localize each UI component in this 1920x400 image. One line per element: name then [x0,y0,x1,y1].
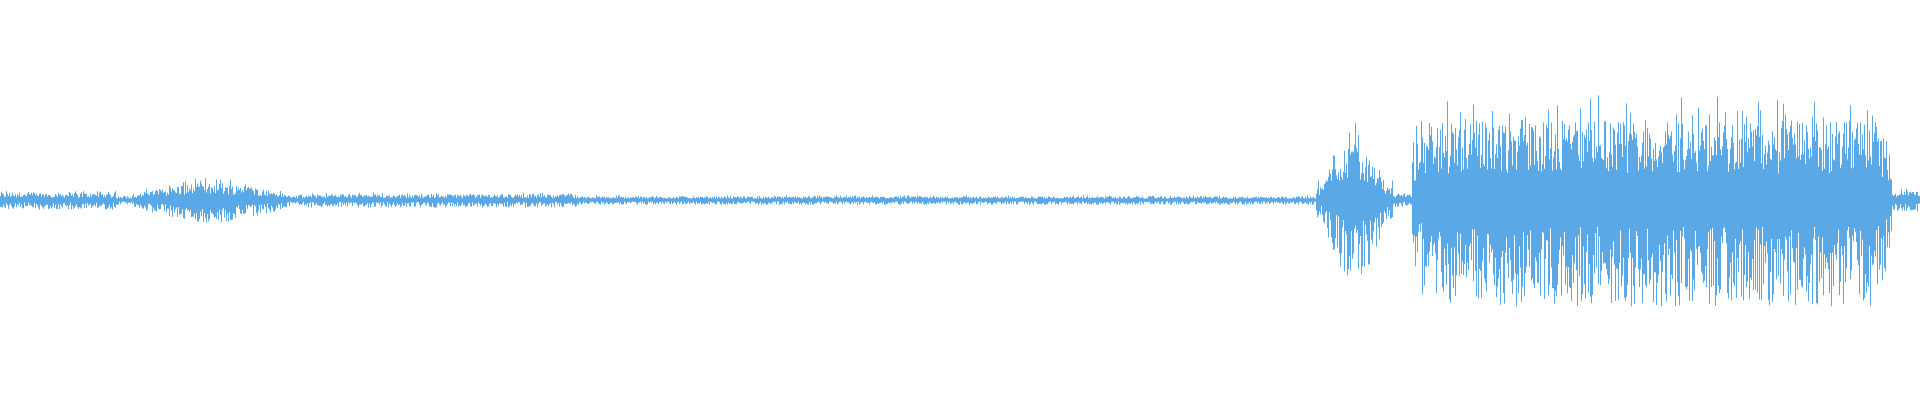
waveform-lines [0,95,1920,307]
